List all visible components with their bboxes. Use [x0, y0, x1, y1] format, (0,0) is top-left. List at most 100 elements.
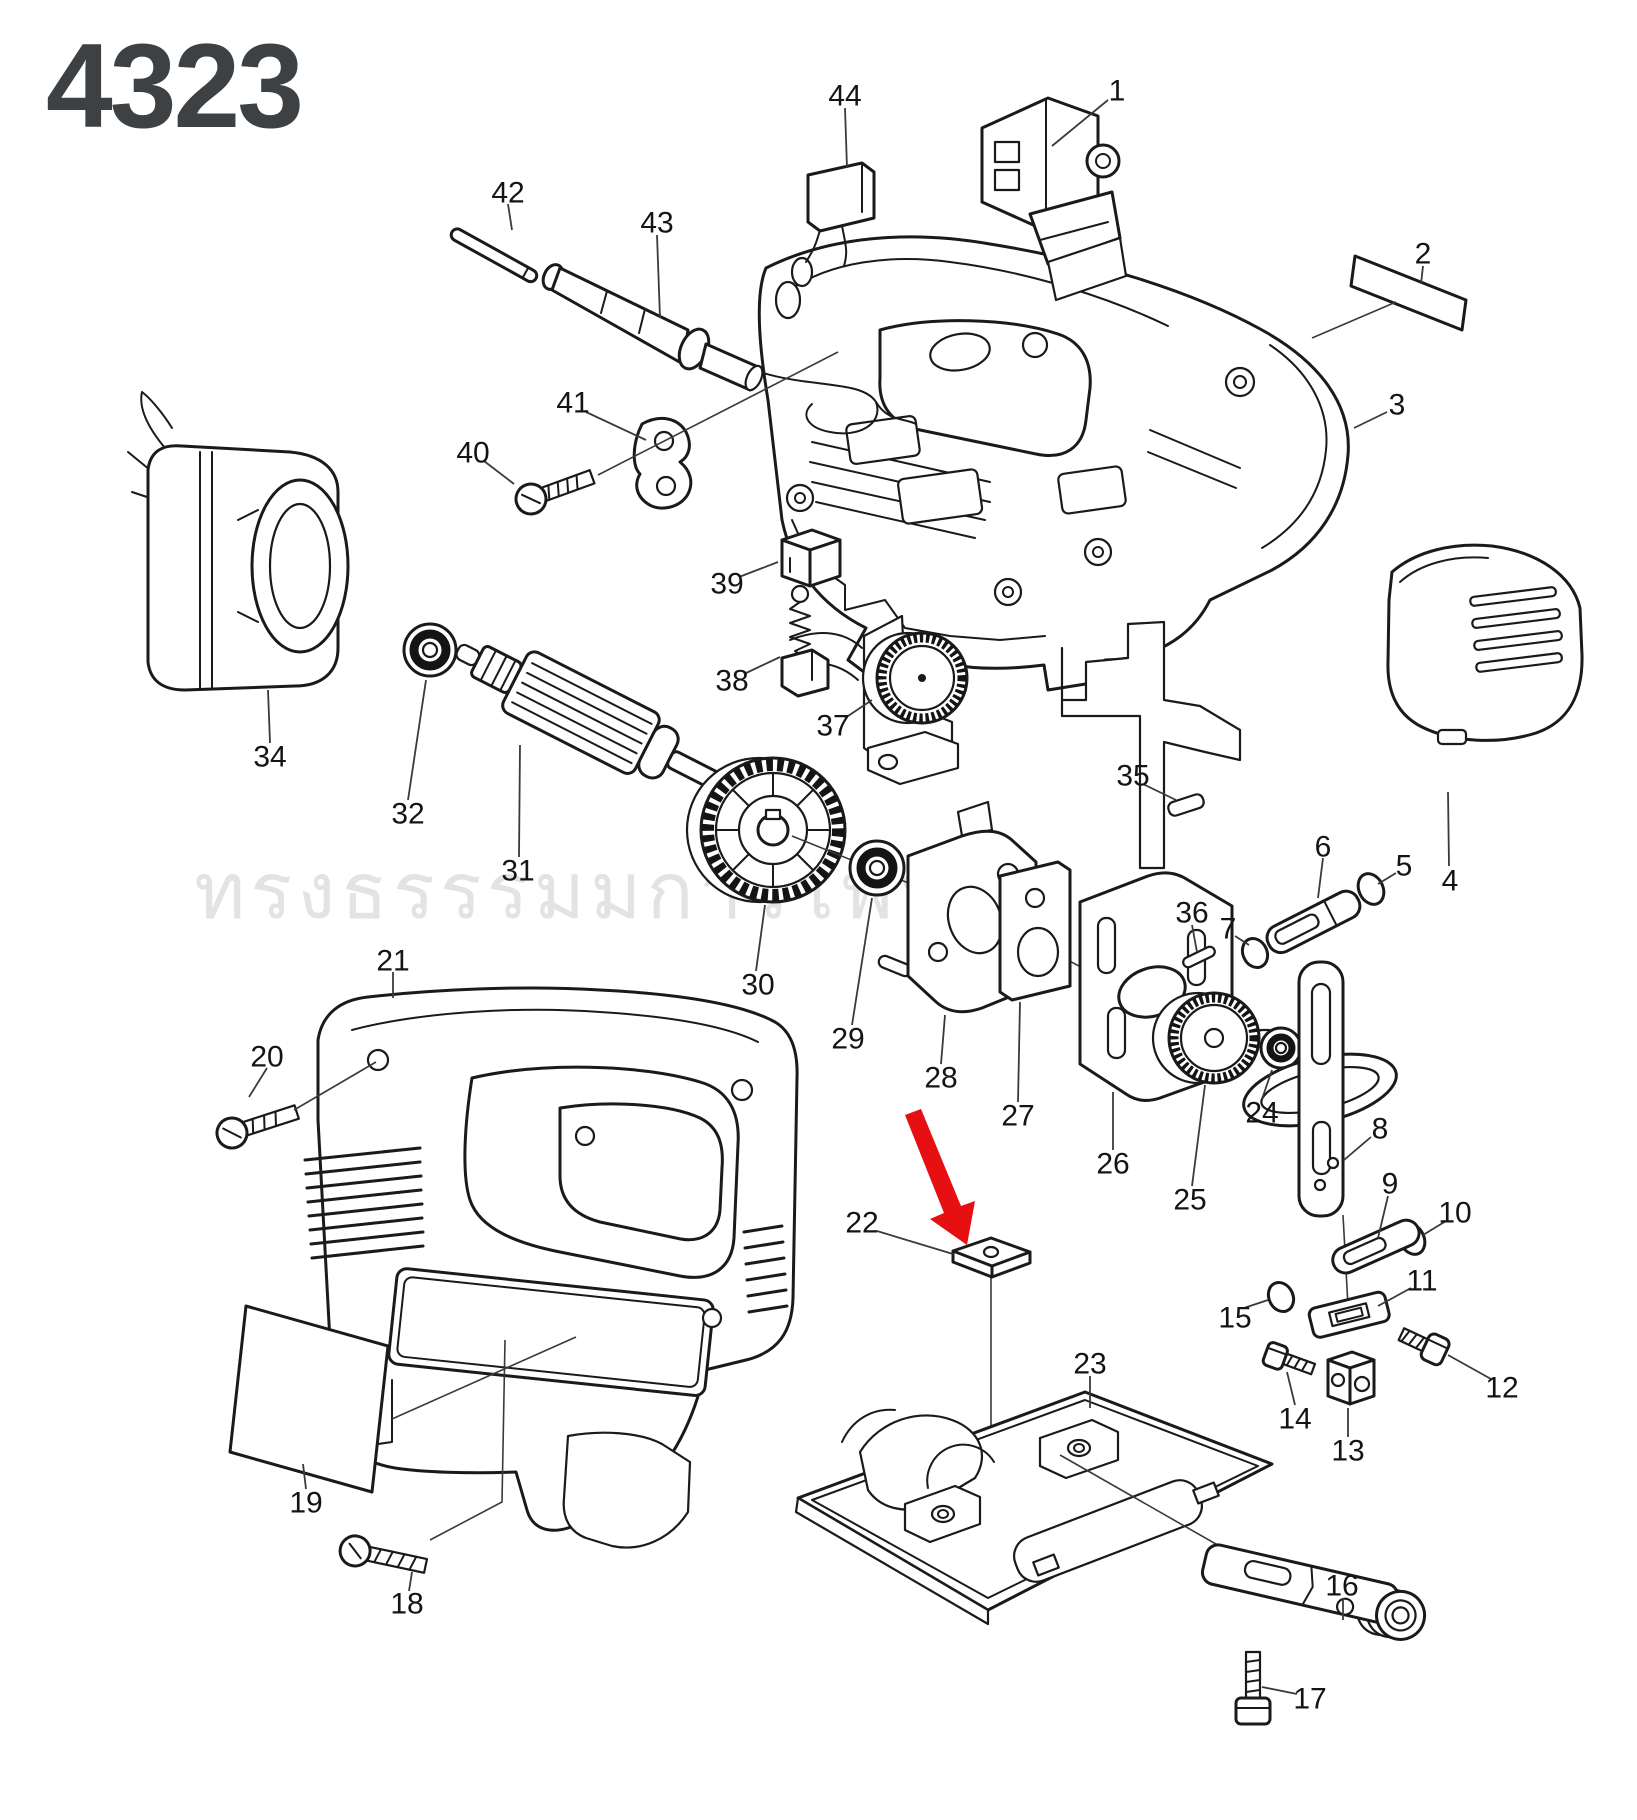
- part-44-capacitor: [805, 161, 876, 267]
- part-14-screw: [1261, 1341, 1317, 1376]
- part-13-guide-block: [1326, 1350, 1376, 1406]
- leader-line-27: [1017, 1001, 1021, 1103]
- part-5-o-ring: [1356, 872, 1386, 906]
- part-label-14: 14: [1278, 1403, 1311, 1436]
- part-label-39: 39: [710, 568, 743, 601]
- leader-line-12: [1447, 1354, 1492, 1380]
- part-24-bearing: [1259, 1026, 1303, 1070]
- part-label-19: 19: [289, 1487, 322, 1520]
- part-label-11: 11: [1406, 1265, 1437, 1298]
- leader-line-42: [507, 203, 513, 231]
- leader-line-25: [1191, 1084, 1206, 1187]
- leader-line-31: [518, 744, 521, 858]
- part-label-29: 29: [831, 1023, 864, 1056]
- part-label-24: 24: [1245, 1097, 1278, 1130]
- part-label-23: 23: [1073, 1348, 1106, 1381]
- leader-line-28: [940, 1014, 946, 1065]
- part-label-8: 8: [1372, 1113, 1389, 1146]
- part-label-21: 21: [376, 945, 409, 978]
- leader-line-43: [656, 234, 661, 319]
- leader-line-10: [1422, 1220, 1447, 1236]
- part-label-35: 35: [1116, 760, 1149, 793]
- part-30-main-gear: [685, 756, 847, 904]
- part-label-10: 10: [1438, 1197, 1471, 1230]
- leader-line-18: [408, 1571, 413, 1592]
- leader-line-17: [1261, 1686, 1298, 1695]
- part-label-37: 37: [816, 710, 849, 743]
- part-label-40: 40: [456, 437, 489, 470]
- leader-line-20: [248, 1067, 268, 1098]
- part-40-screw: [514, 469, 596, 516]
- part-36-pin: [1182, 945, 1216, 969]
- part-21-handle-housing: [303, 986, 799, 1549]
- part-3-motor-housing: [757, 235, 1350, 692]
- part-label-30: 30: [741, 969, 774, 1002]
- part-label-13: 13: [1331, 1435, 1364, 1468]
- part-label-20: 20: [250, 1041, 283, 1074]
- leader-line-7: [1234, 935, 1250, 946]
- part-15-o-ring: [1266, 1280, 1296, 1314]
- part-label-17: 17: [1293, 1683, 1326, 1716]
- part-23-base-plate: [794, 1390, 1301, 1626]
- part-6-slide-key: [1265, 889, 1362, 955]
- part-label-22: 22: [845, 1207, 878, 1240]
- part-label-41: 41: [556, 387, 589, 420]
- part-37-speed-dial: [785, 614, 969, 786]
- part-label-43: 43: [640, 207, 673, 240]
- part-17-screw: [1234, 1650, 1272, 1726]
- part-number-labels: 1234567891011121314151617181920212223242…: [250, 75, 1518, 1716]
- part-27-insulation-plate: [998, 860, 1072, 1002]
- part-12-screw: [1397, 1327, 1451, 1367]
- leader-line-37: [844, 699, 873, 719]
- leader-line-8: [1343, 1136, 1372, 1161]
- part-35-lever-plate: [1060, 620, 1242, 870]
- leader-lines: [248, 99, 1492, 1695]
- part-label-2: 2: [1415, 238, 1432, 271]
- part-label-44: 44: [828, 80, 861, 113]
- part-label-12: 12: [1485, 1372, 1518, 1405]
- part-38-carbon-brush: [780, 584, 830, 698]
- part-label-28: 28: [924, 1062, 957, 1095]
- part-19-name-label: [228, 1304, 577, 1494]
- part-29-bearing: [791, 835, 1006, 923]
- leader-line-9: [1377, 1195, 1389, 1239]
- part-20-screw: [215, 1061, 377, 1150]
- part-2-label-sticker: [1311, 254, 1468, 339]
- part-label-16: 16: [1325, 1570, 1358, 1603]
- part-label-15: 15: [1218, 1302, 1251, 1335]
- part-label-32: 32: [391, 798, 424, 831]
- part-label-26: 26: [1096, 1148, 1129, 1181]
- leader-line-14: [1286, 1371, 1296, 1406]
- part-label-3: 3: [1389, 389, 1406, 422]
- part-label-7: 7: [1220, 913, 1237, 946]
- part-1-switch: [980, 96, 1128, 302]
- part-label-31: 31: [501, 855, 534, 888]
- leader-line-29: [851, 897, 873, 1026]
- part-label-4: 4: [1442, 865, 1459, 898]
- part-label-42: 42: [491, 177, 524, 210]
- leader-line-2: [1420, 265, 1424, 285]
- leader-line-24: [1261, 1069, 1273, 1100]
- leader-line-5: [1377, 872, 1397, 885]
- part-label-6: 6: [1315, 831, 1332, 864]
- leader-line-22: [876, 1230, 954, 1255]
- part-42-pin-rod: [449, 227, 539, 284]
- part-label-1: 1: [1109, 75, 1126, 108]
- leader-line-4: [1447, 791, 1450, 867]
- leader-line-3: [1353, 411, 1388, 429]
- part-16-blade-holder-arm: [1200, 1543, 1427, 1641]
- leader-line-11: [1377, 1287, 1412, 1307]
- leader-line-40: [483, 460, 515, 485]
- leader-line-30: [755, 904, 766, 972]
- model-number-title: 4323: [46, 19, 304, 153]
- part-label-25: 25: [1173, 1184, 1206, 1217]
- part-label-36: 36: [1175, 897, 1208, 930]
- leader-line-6: [1317, 857, 1324, 899]
- leader-line-34: [267, 689, 271, 744]
- part-9-guide-bar: [1331, 1218, 1421, 1275]
- leader-line-19: [302, 1463, 307, 1490]
- part-label-5: 5: [1396, 850, 1413, 883]
- part-25-pinion-gear: [1151, 991, 1276, 1085]
- part-43-cord-guard: [541, 263, 917, 435]
